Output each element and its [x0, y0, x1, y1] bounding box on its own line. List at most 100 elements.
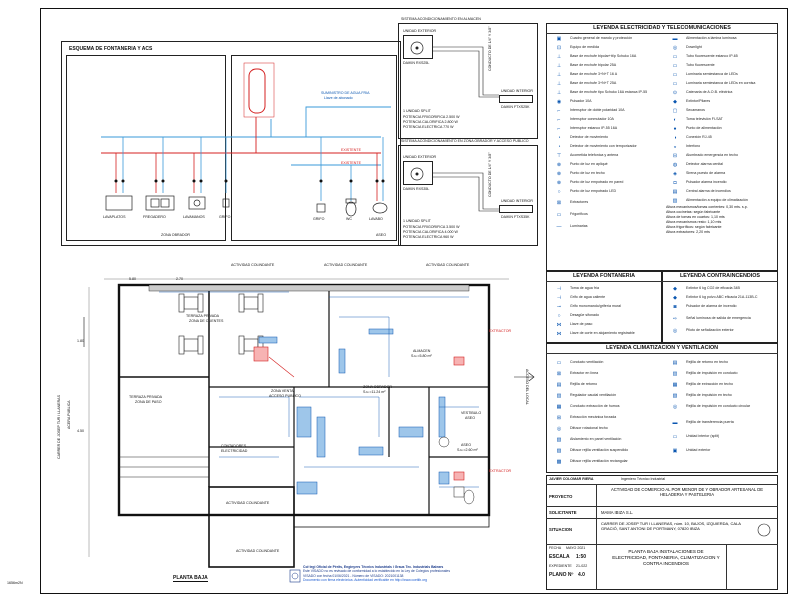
file-label: EXPEDIENTE [549, 564, 572, 568]
strip-light-icon: ▬ [672, 36, 678, 42]
plumbing-inner-left [66, 55, 226, 241]
powder-extinguisher-icon: ◆ [673, 295, 677, 301]
suspended-diffuser-icon: ▨ [556, 448, 562, 454]
plan-neighbor-top-1: ACTIVIDAD COLINDANTE [231, 263, 275, 267]
led-panel-icon: ▭ [672, 72, 678, 78]
room-zona-obrador-sub: S.u.=11.24 m² [363, 390, 386, 394]
room-almacen: ALMACEN [413, 349, 431, 353]
rotational-diffuser-icon: ◎ [556, 426, 562, 432]
fixture-lavabo: LAVABO [369, 217, 383, 221]
plan-dim-3: 1.80 [77, 339, 84, 343]
ceiling-extract-icon: ▦ [672, 382, 678, 388]
damper-icon: ▥ [556, 393, 562, 399]
room-zona-obrador: ZONA OBRADOR [363, 385, 392, 389]
legend-elec-frame [546, 23, 778, 271]
room-terraza-clientes: TERRAZA PRIVADA [186, 314, 220, 318]
duct-supply-icon: ▥ [672, 371, 678, 377]
title-block [546, 475, 778, 590]
room-contadores-sub: ELECTRICIDAD [221, 449, 248, 453]
socket-icon: ⊥ [556, 81, 562, 87]
exit-sign-icon: ⇨ [672, 316, 678, 322]
legend-elec-left-col: ▣Cuadro general de mando y protección ⊡E… [546, 35, 662, 235]
led-icon: ○ [557, 189, 561, 195]
ac-bottom-pipe-note: CONDUCTO DE 1/4" Y 3/8" [488, 152, 492, 198]
legend-font-list: ⊣Toma de agua fría ⊣Grifo de agua calien… [546, 285, 662, 341]
hot-tap-icon: ⊣ [556, 295, 562, 301]
fixture-wc: WC [346, 217, 352, 221]
ac-top-fan-icon [410, 41, 424, 55]
legend-font-title: LEYENDA FONTANERIA [573, 273, 635, 279]
rect-diffuser-icon: ▩ [556, 459, 562, 465]
author-name: JAVIER COLOMAR RIERA [549, 477, 594, 481]
ac-top-spec-title: 1 UNIDAD SPLIT [403, 109, 431, 113]
legend-elec-notes: Altura mecanismos/tomas corrientes: 0,30… [666, 205, 748, 234]
legend-elec-title: LEYENDA ELECTRICIDAD Y TELECOMUNICACIONE… [593, 25, 731, 31]
room-contadores: CONTADORES [221, 444, 247, 448]
room-aseo-sub: S.u.=2.60 m² [457, 448, 478, 452]
ceiling-return-icon: ▤ [672, 360, 678, 366]
socket-icon: ⊥ [556, 63, 562, 69]
ac-top-indoor-model: DAIKIN FTXS25K [501, 105, 530, 109]
light-point-icon: ⊗ [556, 162, 562, 168]
room-zona-venta-sub: ACCESO PUBLICO [269, 394, 301, 398]
ac-bottom-outdoor-model: DAIKIN RXS35L [403, 187, 430, 191]
corner-note: 1656m2N [7, 581, 23, 585]
author-role: Ingeniero Técnico Industrial [621, 477, 666, 481]
vent-duct-icon: ▭ [556, 360, 562, 366]
ac-top-indoor-unit [499, 95, 533, 103]
circular-supply-icon: ◎ [672, 404, 678, 410]
plan-side-access: ACCESO DEL LOCAL [525, 369, 529, 405]
alarm-button-icon: ◘ [673, 180, 677, 186]
ac-bottom-title: SISTEMA ACONDICIONAMIENTO EN ZONA OBRADO… [401, 139, 529, 143]
split-indoor-icon: ▭ [672, 434, 678, 440]
plan-sidewalk: ACERA PUBLICA [67, 400, 71, 429]
zone-aseo-label: ASEO [376, 233, 386, 237]
legend-clima-frame [546, 343, 778, 473]
drawing-sheet: ESQUEMA DE FONTANERIA Y ACS [7, 8, 788, 594]
ac-bottom-spec-title: 1 UNIDAD SPLIT [403, 219, 431, 223]
scale-label: ESCALA [549, 554, 570, 560]
fluorescent-icon: ▭ [672, 63, 678, 69]
supply-label: SUMINISTRO DE AGUA FRIA [321, 91, 370, 95]
ceiling-supply-icon: ▧ [672, 393, 678, 399]
shutoff-valve-icon: ⋈ [556, 331, 562, 337]
file-value: 21-022 [576, 564, 588, 568]
plan-number-value: 4.0 [578, 572, 585, 578]
project-label: PROYECTO [549, 494, 573, 499]
ac-top-spec-1: POTENCIA FRIGORIFICA 2.500 W [403, 115, 460, 119]
cold-existing-tag: EXISTENTE [341, 161, 361, 165]
room-vestibulo: VESTIBULO [461, 411, 482, 415]
plan-neighbor-bottom-1: ACTIVIDAD COLINDANTE [226, 501, 270, 505]
power-point-icon: ● [673, 126, 677, 132]
downlight-icon: ◎ [672, 45, 678, 51]
plan-neighbor-top-3: ACTIVIDAD COLINDANTE [426, 263, 470, 267]
plumbing-schematic-frame [61, 41, 401, 246]
legend-font-frame [546, 271, 662, 343]
hand-dryer-icon: ▢ [672, 108, 678, 114]
project-value: ACTIVIDAD DE COMERCIO AL POR MENOR DE Y … [610, 487, 764, 498]
plan-extractor-label: EXTRACTOR [489, 469, 512, 473]
plan-title: PLANTA BAJA [173, 575, 208, 582]
college-seal-icon [289, 569, 301, 583]
catenary-icon: ⊙ [672, 90, 678, 96]
luminaire-icon: — [556, 224, 562, 230]
fixture-fregadero: FREGADERO [143, 215, 166, 219]
plumbing-diagram [101, 62, 391, 217]
supply-sublabel: Llave de abonado [324, 96, 353, 100]
socket-icon: ⊥ [556, 54, 562, 60]
ac-top-outdoor-unit [403, 35, 433, 59]
socket-icon: ⊥ [556, 72, 562, 78]
co2-extinguisher-icon: ◆ [673, 286, 677, 292]
ac-bottom-indoor-unit [499, 205, 533, 213]
cold-water-main [270, 106, 391, 138]
room-almacen-sub: S.u.=5.80 m² [411, 354, 432, 358]
legend-fire-frame [662, 271, 778, 343]
plan-neighbor-top-2: ACTIVIDAD COLINDANTE [324, 263, 368, 267]
switch-icon: ⌐ [557, 108, 561, 114]
legend-elec-right-col: ▬Alimentación a lámina luminosa ◎Downlig… [662, 35, 778, 215]
tv-socket-icon: ◐ [673, 117, 677, 123]
panel-icon: ▣ [556, 36, 562, 42]
hvac-feed-icon: ▥ [672, 198, 678, 204]
fixture-grifo-left: GRIFO [219, 215, 231, 219]
stamp-line-4: Documento con firma electrónica. Autenti… [303, 578, 428, 583]
